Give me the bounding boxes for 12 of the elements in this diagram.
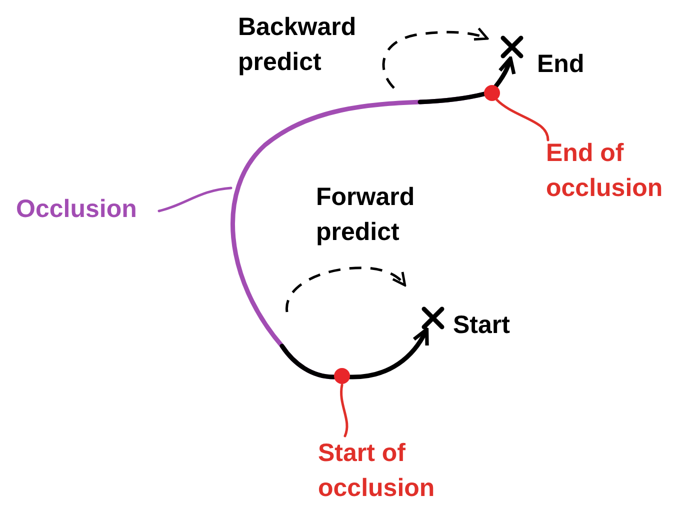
leader-line xyxy=(340,384,348,438)
callout-text: Start of occlusion xyxy=(318,436,468,506)
callout-text: End of occlusion xyxy=(546,136,686,206)
point-label: End xyxy=(537,49,584,79)
trajectory-line xyxy=(494,56,516,88)
leader-line xyxy=(496,98,550,142)
trajectory-line xyxy=(348,328,429,380)
leader-line xyxy=(158,186,232,212)
prediction-label: Backward predict xyxy=(238,12,358,78)
prediction-label: Forward predict xyxy=(316,182,416,248)
callout-text: Occlusion xyxy=(16,192,158,227)
point-label: Start xyxy=(453,310,510,340)
